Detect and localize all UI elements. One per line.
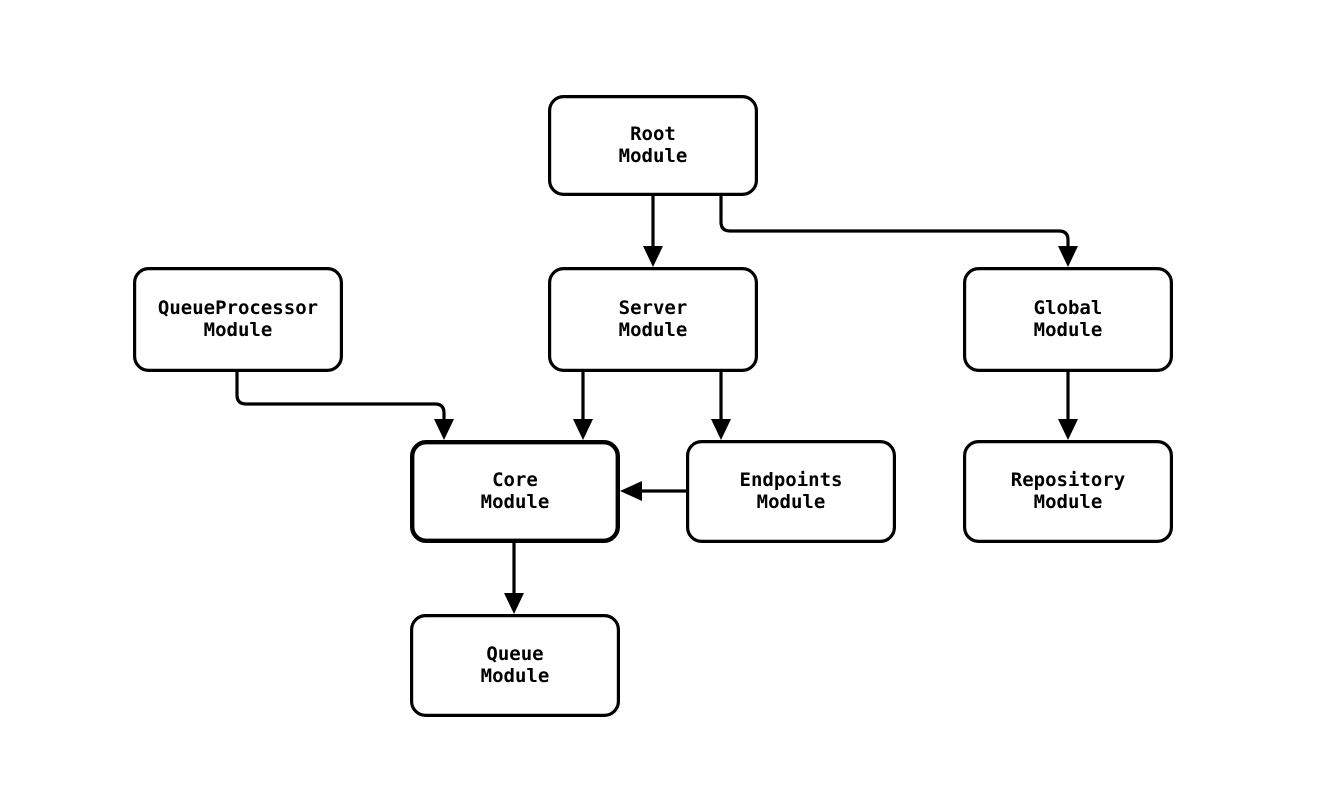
server-module-node-label-line2: Module	[619, 319, 688, 341]
edge-server-to-core: Server Module to Core Module	[573, 372, 593, 440]
queueprocessor-module-node-label-line2: Module	[204, 319, 273, 341]
edge-server-to-endpoints-arrowhead-icon	[711, 419, 731, 440]
edge-root-to-global-line	[719, 196, 1070, 254]
root-module-node-label-line1: Root	[630, 123, 676, 145]
edge-global-to-repository: Global Module to Repository Module	[1058, 372, 1078, 440]
queue-module-node-box[interactable]	[410, 613, 621, 717]
global-module-node-box[interactable]	[962, 267, 1173, 373]
edge-layer: Root Module to Server Module Root Module …	[235, 196, 1078, 614]
edge-endpoints-to-core-arrowhead-icon	[620, 481, 642, 501]
server-module-node-label-line1: Server	[619, 297, 688, 319]
repository-module-node-label-line1: Repository	[1011, 469, 1125, 491]
global-module-node-label-line1: Global	[1034, 297, 1103, 319]
endpoints-module-node-label-line2: Module	[757, 491, 826, 513]
root-module-node-label-line2: Module	[619, 145, 688, 167]
core-module-node-box[interactable]	[410, 440, 621, 544]
global-module-node-label-line2: Module	[1034, 319, 1103, 341]
edge-global-to-repository-arrowhead-icon	[1058, 419, 1078, 440]
edge-queueprocessor-to-core-arrowhead-icon	[434, 419, 454, 440]
node-layer: RootModuleQueueProcessorModuleServerModu…	[133, 94, 1173, 717]
queueprocessor-module-node-label-line1: QueueProcessor	[158, 297, 318, 319]
core-module-node-label-line1: Core	[492, 469, 538, 491]
core-module-node-label-line2: Module	[481, 491, 550, 513]
edge-queueprocessor-to-core: QueueProcessor Module to Core Module	[235, 372, 454, 440]
edge-root-to-global-arrowhead-icon	[1058, 246, 1078, 267]
queue-module-node-label-line1: Queue	[486, 643, 543, 665]
server-module-node-box[interactable]	[547, 267, 758, 373]
repository-module-node-label-line2: Module	[1034, 491, 1103, 513]
root-module-node-box[interactable]	[547, 94, 758, 197]
queue-module-node-label-line2: Module	[481, 665, 550, 687]
edge-server-to-endpoints: Server Module to Endpoints Module	[711, 372, 731, 440]
edge-root-to-server-arrowhead-icon	[643, 246, 663, 267]
repository-module-node-box[interactable]	[962, 440, 1173, 544]
edge-core-to-queue-arrowhead-icon	[504, 593, 524, 614]
edge-server-to-core-arrowhead-icon	[573, 419, 593, 440]
edge-root-to-global: Root Module to Global Module	[719, 196, 1078, 267]
edge-endpoints-to-core: Endpoints Module to Core Module	[620, 481, 686, 501]
edge-queueprocessor-to-core-line	[235, 372, 446, 427]
edge-core-to-queue: Core Module to Queue Module	[504, 543, 524, 614]
queueprocessor-module-node-box[interactable]	[133, 267, 344, 373]
edge-root-to-server: Root Module to Server Module	[643, 196, 663, 267]
endpoints-module-node-label-line1: Endpoints	[740, 469, 843, 491]
endpoints-module-node-box[interactable]	[685, 440, 896, 544]
